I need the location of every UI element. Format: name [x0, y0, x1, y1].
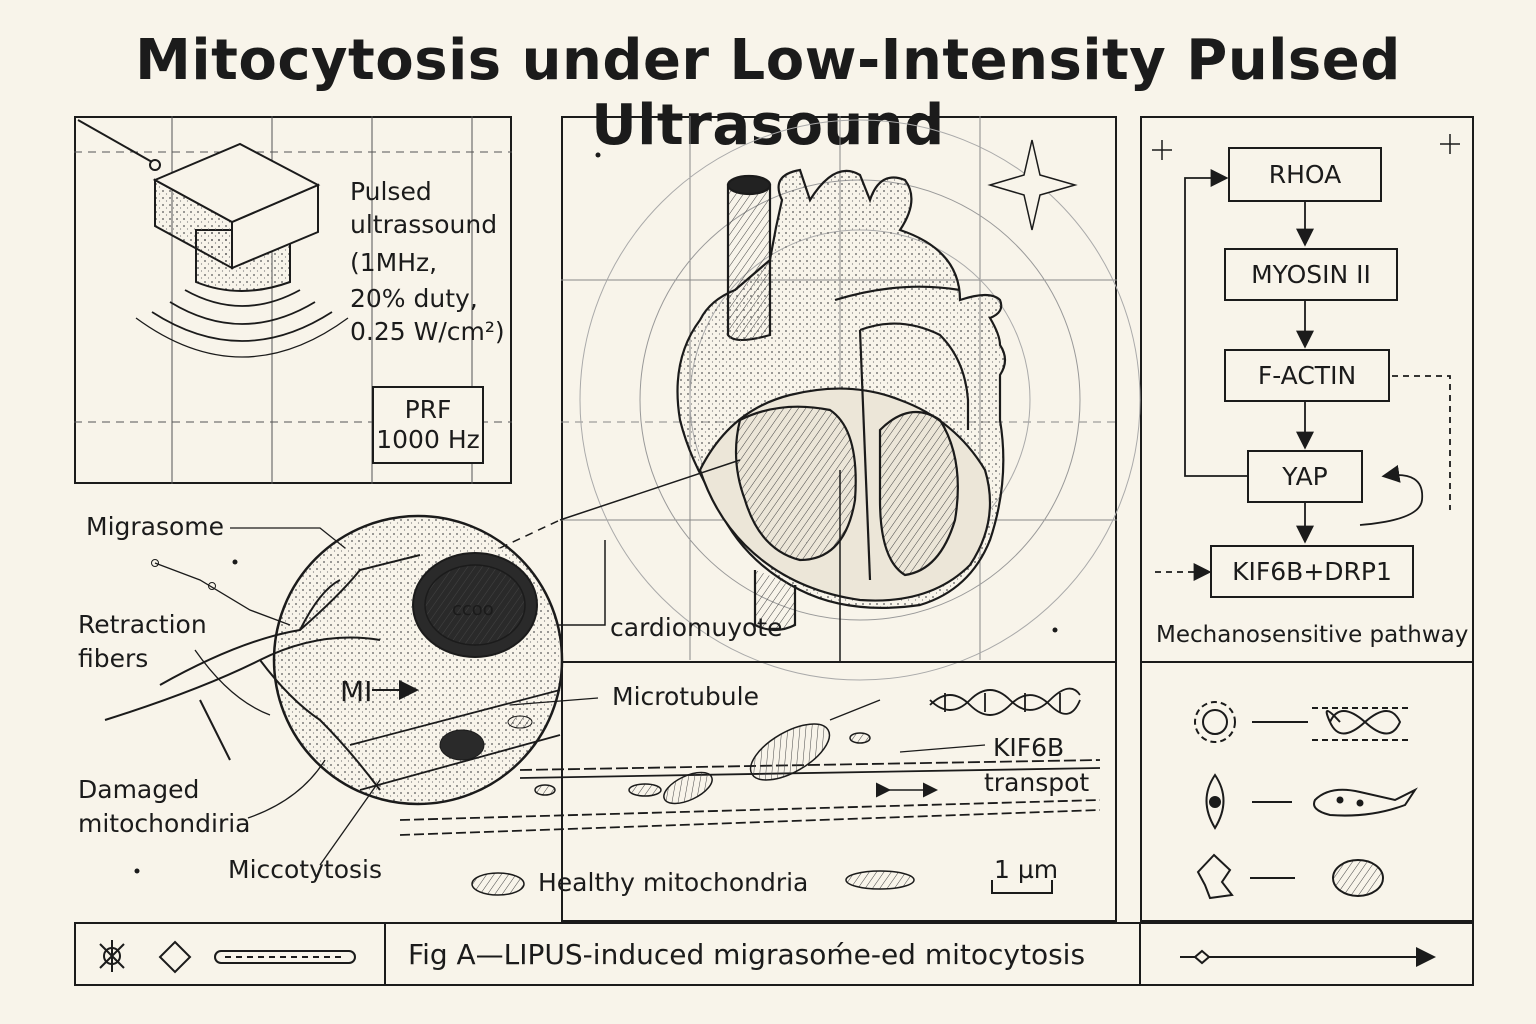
microtubule-icon	[214, 950, 356, 964]
gear-icon	[1194, 701, 1236, 743]
damaged-mitochondria-label-1: Damaged	[78, 775, 200, 804]
healthy-mitochondria-group	[471, 723, 915, 896]
scale-bar	[991, 880, 1053, 894]
transducer-panel	[74, 116, 512, 484]
cardiomyocyte-label: cardiomuyote	[610, 613, 783, 642]
diamond-icon	[158, 940, 192, 974]
ultrasound-params-line-2: ultrassound	[350, 210, 498, 239]
pathway-node-kif6b-drp1: KIF6B+DRP1	[1210, 545, 1414, 598]
pathway-node-myosin: MYOSIN II	[1224, 248, 1398, 301]
infinity-icon	[1325, 710, 1402, 735]
ultrasound-params-line-5: 0.25 W/cm²)	[350, 317, 505, 346]
migrating-cell-icon	[1313, 787, 1418, 817]
fragment-icon	[1196, 853, 1234, 900]
ultrasound-params-line-4: 20% duty,	[350, 284, 478, 313]
mitochondrion-inner-text: ccoo	[452, 599, 494, 620]
ultrasound-params-line-1: Pulsed	[350, 177, 432, 206]
footer-panel	[74, 922, 1474, 986]
dna-helix-icon	[929, 687, 1081, 716]
damaged-mitochondria-label-2: mitochondiria	[78, 809, 251, 838]
kif6b-transport-label: transpot	[984, 768, 1090, 797]
prf-value: 1000 Hz	[376, 425, 480, 454]
diagram-title: Mitocytosis under Low-Intensity Pulsed U…	[135, 28, 1401, 158]
retraction-fibers-label-1: Retraction	[78, 610, 207, 639]
prf-box: PRF 1000 Hz	[372, 386, 484, 464]
bug-icon	[99, 940, 125, 972]
sparkle-icon	[987, 139, 1078, 231]
prf-label: PRF	[404, 395, 452, 424]
ultrasound-params-line-3: (1MHz,	[350, 248, 438, 277]
heart-illustration	[676, 168, 1007, 632]
damaged-mitochondrion	[412, 552, 538, 658]
retraction-fibers-label-2: fibers	[78, 644, 149, 673]
pathway-node-yap: YAP	[1247, 450, 1363, 503]
arrow-icon	[1180, 947, 1436, 967]
pathway-node-rhoa: RHOA	[1228, 147, 1382, 202]
mitochondrion-icon	[1332, 859, 1384, 897]
scale-bar-label: 1 µm	[994, 855, 1059, 884]
pathway-panel	[1140, 116, 1474, 922]
pathway-caption: Mechanosensitive pathway	[1156, 622, 1469, 648]
migrasome-label: Migrasome	[86, 512, 225, 541]
healthy-mitochondria-label: Healthy mitochondria	[538, 868, 809, 897]
cell-icon	[1205, 773, 1225, 830]
cell-magnified	[272, 514, 564, 806]
microtubule-label: Microtubule	[612, 682, 759, 711]
kif6b-label: KIF6B	[993, 733, 1065, 762]
mitocytosis-label: Miccotytosis	[228, 855, 382, 884]
figure-caption: Fig A—LIPUS-induced migrasoḿe-ed mitocyt…	[408, 938, 1086, 971]
transducer-icon	[77, 119, 321, 292]
mi-label: MI	[340, 675, 373, 708]
pathway-node-factin: F-ACTIN	[1224, 349, 1390, 402]
